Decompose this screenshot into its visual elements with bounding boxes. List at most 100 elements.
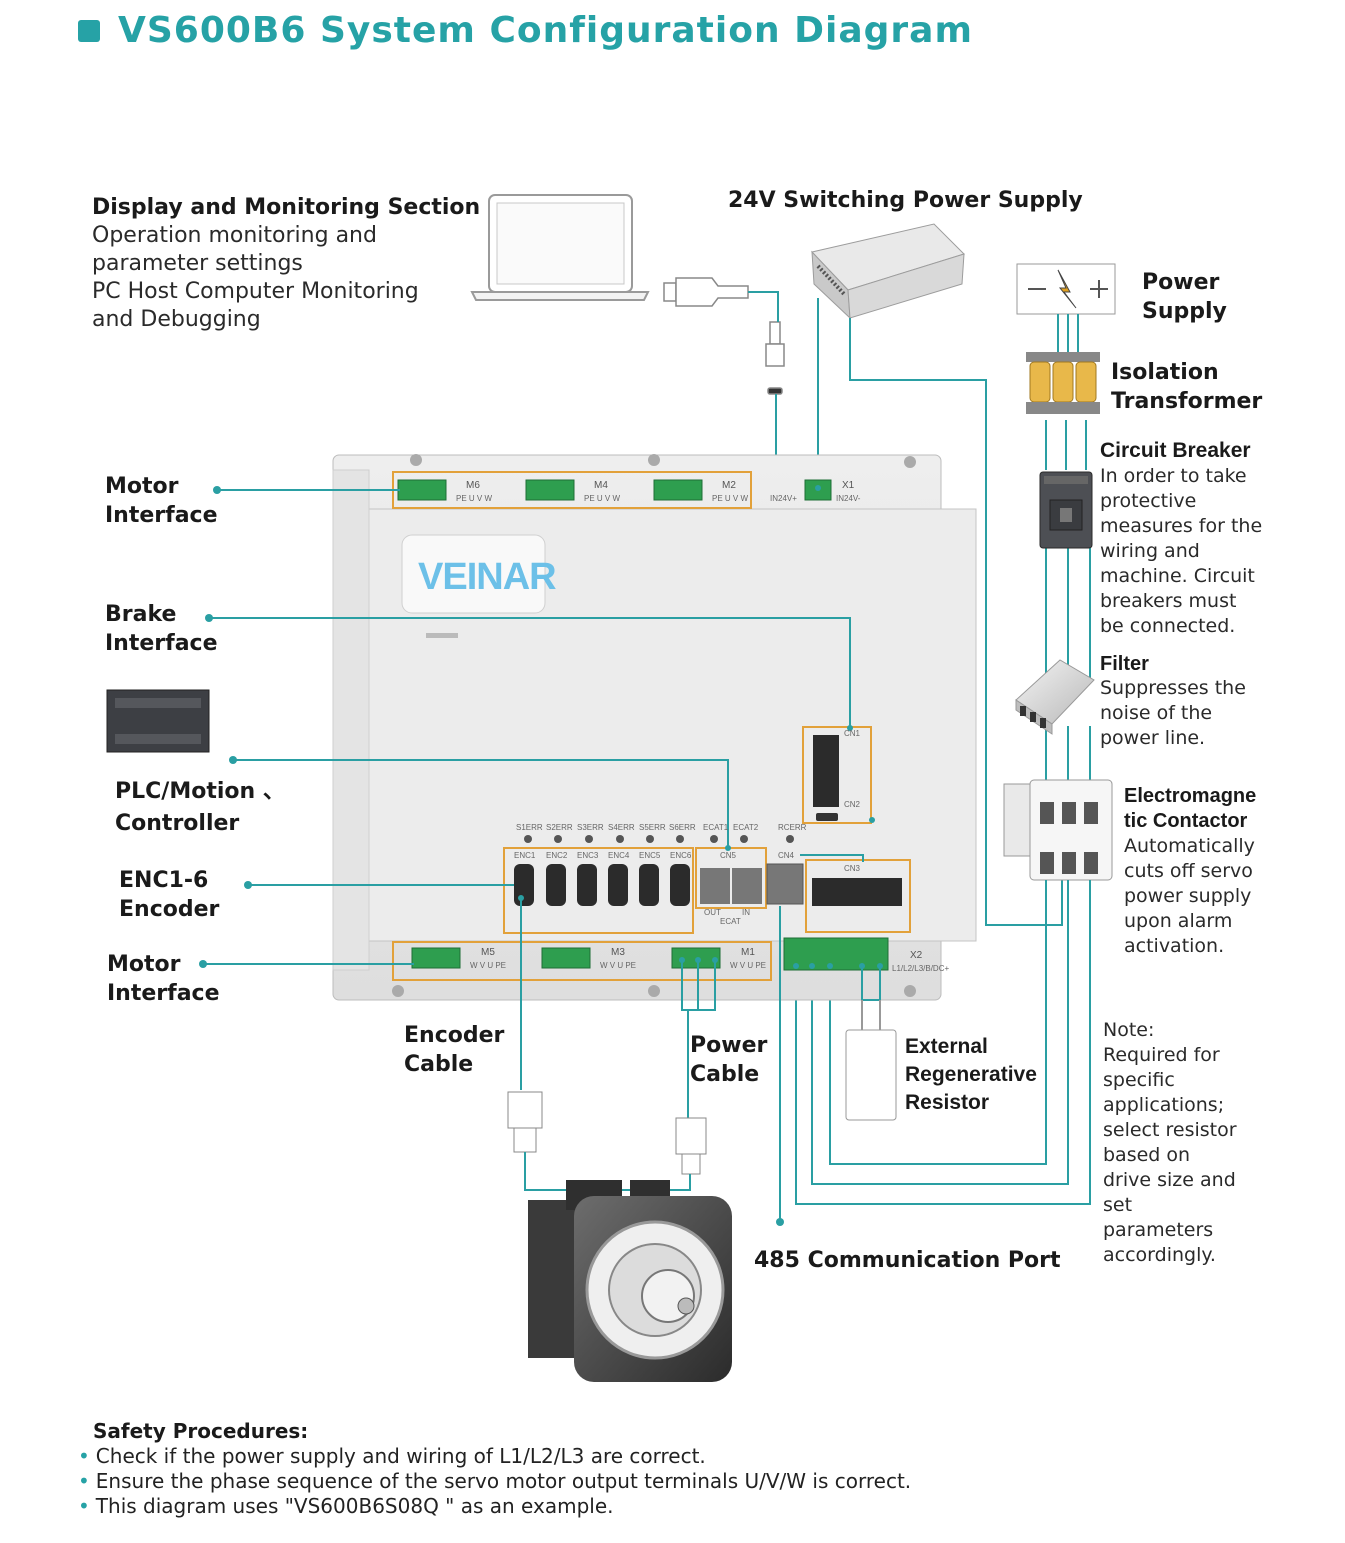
regen-resistor-line-3: Resistor — [905, 1091, 990, 1114]
servo-drive-body — [332, 454, 977, 1001]
brake-interface-line-1: Brake — [105, 602, 177, 627]
motor-connector-m5 — [411, 947, 461, 969]
m3-name: M3 — [611, 947, 625, 958]
plc-label: PLC/Motion 、 Controller — [115, 776, 285, 840]
bullet-dot: • — [78, 1494, 90, 1518]
plc-line-2: Controller — [115, 811, 240, 836]
safety-bullet-3: •This diagram uses "VS600B6S08Q " as an … — [78, 1494, 911, 1519]
enc-label-3: ENC3 — [577, 851, 599, 860]
display-line-3: PC Host Computer Monitoring — [92, 279, 419, 304]
motor-connector-m2 — [653, 479, 703, 501]
encoder-cable-line-1: Encoder — [404, 1023, 505, 1048]
brake-interface-label: Brake Interface — [105, 600, 218, 658]
regen-resistor-line-1: External — [905, 1035, 988, 1058]
circuit-breaker-heading: Circuit Breaker — [1100, 439, 1251, 462]
filter-line-2: noise of the — [1100, 702, 1213, 724]
motor-connector-m6 — [397, 479, 447, 501]
contactor-line-2: cuts off servo — [1124, 860, 1253, 882]
motor-interface-top-label: Motor Interface — [105, 472, 218, 530]
encoder-cable-label: Encoder Cable — [404, 1021, 504, 1079]
circuit-breaker-line-2: protective — [1100, 490, 1197, 512]
encoder-plug-icon — [507, 1091, 543, 1153]
note-line-2: Required for — [1103, 1044, 1220, 1066]
circuit-breaker-line-6: breakers must — [1100, 590, 1237, 612]
power-cable-line-1: Power — [690, 1033, 768, 1058]
contactor-label: Electromagne tic Contactor Automatically… — [1124, 784, 1256, 959]
m2-pins: PE U V W — [712, 494, 749, 503]
m6-name: M6 — [466, 480, 480, 491]
m1-name: M1 — [741, 947, 755, 958]
ecat-label: ECAT — [720, 917, 741, 926]
err-label-3: S3ERR — [577, 823, 604, 832]
err-label-9: RCERR — [778, 823, 807, 832]
err-label-8: ECAT2 — [733, 823, 759, 832]
filter-line-1: Suppresses the — [1100, 677, 1246, 699]
regen-resistor-label: External Regenerative Resistor — [905, 1033, 1037, 1117]
display-line-4: and Debugging — [92, 307, 261, 332]
contactor-line-4: upon alarm — [1124, 910, 1233, 932]
note-line-9: parameters — [1103, 1219, 1214, 1241]
motor-connector-m3 — [541, 947, 591, 969]
m6-pins: PE U V W — [456, 494, 493, 503]
encoder-cable-line-2: Cable — [404, 1052, 474, 1077]
m5-name: M5 — [481, 947, 495, 958]
enc-label-4: ENC4 — [608, 851, 630, 860]
note-block: Note: Required for specific applications… — [1103, 1018, 1237, 1268]
display-monitoring-section: Display and Monitoring Section Operation… — [92, 193, 480, 334]
x2-pins: L1/L2/L3/B/DC+ — [892, 964, 950, 973]
motor-interface-bottom-label: Motor Interface — [107, 950, 220, 1008]
enc-label-5: ENC5 — [639, 851, 661, 860]
filter-heading: Filter — [1100, 653, 1149, 675]
motor-connector-m4 — [525, 479, 575, 501]
switching-power-label: 24V Switching Power Supply — [728, 188, 1083, 213]
safety-section: Safety Procedures: •Check if the power s… — [78, 1418, 911, 1519]
note-line-5: select resistor — [1103, 1119, 1237, 1141]
motor-interface-bottom-line-1: Motor — [107, 952, 181, 977]
filter-line-3: power line. — [1100, 727, 1206, 749]
safety-bullet-1: •Check if the power supply and wiring of… — [78, 1444, 911, 1469]
switching-power-supply-icon — [811, 223, 965, 320]
brand-logo: VEINAR — [418, 556, 557, 598]
err-label-5: S5ERR — [639, 823, 666, 832]
laptop-icon — [470, 194, 650, 301]
isolation-transformer-line-2: Transformer — [1111, 389, 1263, 414]
bullet-dot: • — [78, 1469, 90, 1493]
power-cable-line-2: Cable — [690, 1062, 760, 1087]
power-plug-icon — [675, 1117, 707, 1175]
err-label-4: S4ERR — [608, 823, 635, 832]
note-line-3: specific — [1103, 1069, 1175, 1091]
plc-icon — [106, 689, 210, 753]
err-label-1: S1ERR — [516, 823, 543, 832]
plc-line-1: PLC/Motion 、 — [115, 779, 285, 804]
ecat-out-label: OUT — [704, 908, 721, 917]
power-cable-label: Power Cable — [690, 1031, 767, 1089]
regenerative-resistor-icon — [845, 1000, 897, 1121]
contactor-icon — [1003, 779, 1113, 881]
circuit-breaker-icon — [1039, 471, 1093, 549]
cn4-label: CN4 — [778, 851, 795, 860]
x2-name: X2 — [910, 950, 923, 961]
safety-bullet-3-text: This diagram uses "VS600B6S08Q " as an e… — [95, 1494, 614, 1518]
cn3-label: CN3 — [844, 864, 861, 873]
note-line-1: Note: — [1103, 1019, 1155, 1041]
contactor-line-1: Automatically — [1124, 835, 1255, 857]
safety-heading: Safety Procedures: — [93, 1419, 309, 1443]
regen-resistor-line-2: Regenerative — [905, 1063, 1037, 1086]
encoder-interface-label: ENC1-6 Encoder — [119, 866, 219, 924]
power-supply-line-2: Supply — [1142, 299, 1227, 324]
contactor-heading-2: tic Contactor — [1124, 810, 1248, 832]
safety-bullet-2-text: Ensure the phase sequence of the servo m… — [95, 1469, 912, 1493]
brake-interface-line-2: Interface — [105, 631, 218, 656]
m3-pins: W V U PE — [600, 961, 637, 970]
filter-icon — [1015, 659, 1095, 735]
note-line-7: drive size and — [1103, 1169, 1236, 1191]
x1-name: X1 — [842, 480, 855, 491]
circuit-breaker-line-5: machine. Circuit — [1100, 565, 1255, 587]
m4-pins: PE U V W — [584, 494, 621, 503]
m2-name: M2 — [722, 480, 736, 491]
err-label-6: S6ERR — [669, 823, 696, 832]
err-label-2: S2ERR — [546, 823, 573, 832]
cn1-label: CN1 — [844, 729, 861, 738]
display-monitoring-heading: Display and Monitoring Section — [92, 195, 481, 220]
